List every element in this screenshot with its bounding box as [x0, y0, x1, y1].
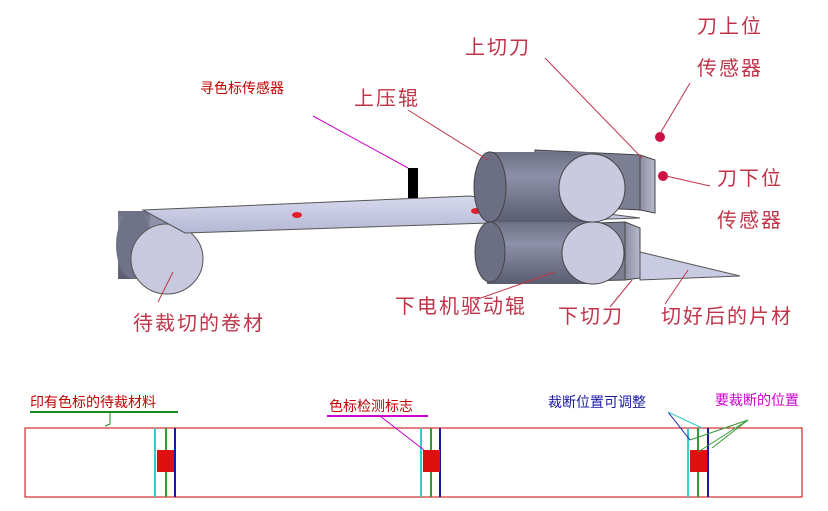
lower-knife-label: 下切刀	[558, 304, 624, 328]
material-roll-label: 待裁切的卷材	[133, 311, 265, 335]
knife-up-sensor	[655, 132, 665, 142]
cut-position-adjustable-label: 裁断位置可调整	[548, 395, 646, 411]
lower-roller-label: 下电机驱动辊	[395, 294, 527, 318]
mark-sensor	[408, 168, 418, 198]
material-roll	[116, 211, 204, 295]
strip-mark-3	[687, 428, 709, 497]
upper-roller	[473, 151, 626, 223]
material-strip	[24, 427, 803, 498]
printed-material-label: 印有色标的待裁材料	[30, 395, 156, 411]
knife-up-sensor-label-1: 刀上位	[697, 14, 763, 38]
upper-knife-label: 上切刀	[465, 35, 531, 59]
strip-mark-2	[420, 428, 441, 497]
knife-down-sensor-label-1: 刀下位	[717, 166, 783, 190]
knife-up-sensor-label-2: 传感器	[697, 56, 763, 80]
lower-roller	[474, 221, 625, 285]
leader-lines	[157, 57, 711, 308]
knife-down-sensor-label-2: 传感器	[717, 208, 783, 232]
strip-leaders	[30, 411, 749, 453]
mark-sensor-label: 寻色标传感器	[200, 81, 284, 97]
cut-position-label: 要裁断的位置	[715, 393, 799, 409]
cut-sheet-label: 切好后的片材	[661, 304, 793, 328]
upper-roller-label: 上压辊	[354, 86, 420, 110]
knife-down-sensor	[658, 171, 668, 181]
mark-detect-label: 色标检测标志	[329, 399, 413, 415]
strip-mark-1	[154, 428, 176, 497]
cut-sheet	[639, 251, 741, 281]
color-mark	[292, 212, 302, 218]
